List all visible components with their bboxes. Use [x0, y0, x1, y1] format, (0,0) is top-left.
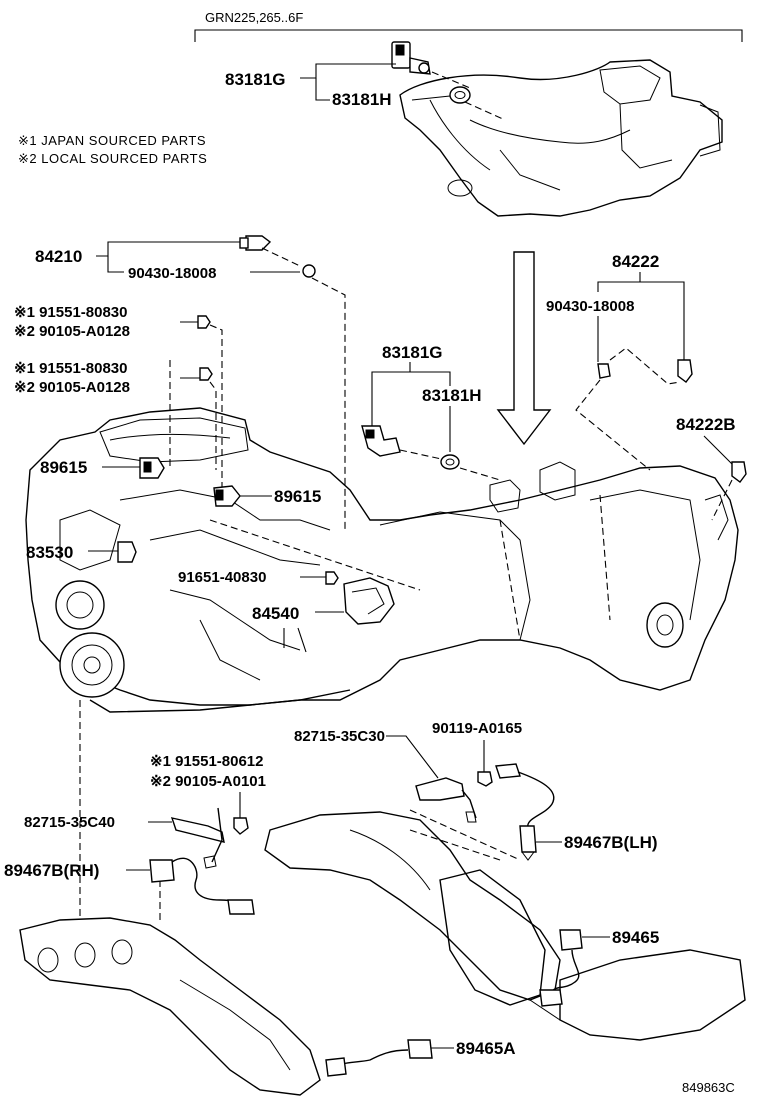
callout-89615-right[interactable]: 89615: [213, 485, 321, 507]
exhaust-drawing: [19, 700, 746, 1096]
part-number-82715-35C40: 82715-35C40: [24, 814, 115, 831]
part-number-84210: 84210: [35, 247, 82, 266]
part-number-89467B-LH: 89467B(LH): [564, 833, 658, 852]
part-number-84540: 84540: [252, 604, 299, 623]
callout-89467B-LH[interactable]: 89467B(LH): [409, 763, 658, 861]
model-label: GRN225,265..6F: [205, 10, 303, 25]
note-local-sourced: ※2 LOCAL SOURCED PARTS: [18, 151, 207, 166]
callout-89465A[interactable]: 89465A: [325, 1039, 516, 1077]
part-number-91551-b: ※1 91551-80830: [14, 360, 128, 377]
diagram-id: 849863C: [682, 1080, 735, 1095]
part-number-89615-left: 89615: [40, 458, 87, 477]
callout-bolt-c[interactable]: ※1 91551-80612 ※2 90105-A0101: [150, 753, 266, 835]
part-number-83181G-mid: 83181G: [382, 343, 443, 362]
callout-83181H-mid[interactable]: 83181H: [422, 386, 501, 481]
callout-bolt-b[interactable]: ※1 91551-80830 ※2 90105-A0128: [14, 360, 217, 470]
callout-90430-left[interactable]: 90430-18008: [128, 264, 346, 530]
callout-89465[interactable]: 89465: [539, 928, 659, 1007]
callout-bolt-a[interactable]: ※1 91551-80830 ※2 90105-A0128: [14, 304, 223, 505]
callout-90430-right[interactable]: 90430-18008: [546, 298, 634, 315]
callout-83181G-top[interactable]: 83181G: [225, 63, 396, 101]
part-number-84222B: 84222B: [676, 415, 736, 434]
note-japan-sourced: ※1 JAPAN SOURCED PARTS: [18, 133, 206, 148]
part-number-89465A: 89465A: [456, 1039, 516, 1058]
callout-84540[interactable]: 84540: [252, 577, 395, 653]
callout-83181G-mid[interactable]: 83181G: [361, 343, 451, 461]
callout-83530[interactable]: 83530: [26, 541, 137, 563]
part-number-83181G-top: 83181G: [225, 70, 286, 89]
callout-82715-35C40[interactable]: 82715-35C40: [24, 807, 225, 869]
part-number-89615-right: 89615: [274, 487, 321, 506]
callout-84222[interactable]: 84222: [575, 252, 693, 471]
part-number-90105-b: ※2 90105-A0128: [14, 379, 130, 396]
part-number-82715-35C30: 82715-35C30: [294, 728, 385, 745]
callout-84222B[interactable]: 84222B: [676, 415, 747, 521]
part-number-90119: 90119-A0165: [432, 720, 522, 737]
part-number-91551-c: ※1 91551-80612: [150, 753, 264, 770]
callout-89615-left[interactable]: 89615: [40, 457, 165, 479]
transfer-case-top-drawing: [391, 41, 723, 217]
part-number-90105-c: ※2 90105-A0101: [150, 773, 266, 790]
callout-91651-40830[interactable]: 91651-40830: [178, 569, 339, 586]
part-number-83181H-mid: 83181H: [422, 386, 482, 405]
notes: ※1 JAPAN SOURCED PARTS ※2 LOCAL SOURCED …: [18, 133, 207, 166]
callout-90119-A0165[interactable]: 90119-A0165: [432, 720, 522, 787]
callout-84210[interactable]: 84210: [35, 235, 301, 273]
part-number-89465: 89465: [612, 928, 659, 947]
direction-arrow: [496, 251, 552, 446]
part-number-83181H-top: 83181H: [332, 90, 392, 109]
part-number-83530: 83530: [26, 543, 73, 562]
part-number-90105-a: ※2 90105-A0128: [14, 323, 130, 340]
part-number-84222: 84222: [612, 252, 659, 271]
callout-83181H-top[interactable]: 83181H: [332, 90, 451, 109]
part-number-91551-a: ※1 91551-80830: [14, 304, 128, 321]
part-number-91651: 91651-40830: [178, 569, 266, 586]
part-number-90430-right: 90430-18008: [546, 298, 634, 315]
callout-89467B-RH[interactable]: 89467B(RH): [4, 857, 255, 915]
part-number-90430-left: 90430-18008: [128, 265, 216, 282]
engine-transmission-drawing: [25, 407, 739, 713]
callout-82715-35C30[interactable]: 82715-35C30: [294, 728, 477, 823]
part-number-89467B-RH: 89467B(RH): [4, 861, 99, 880]
model-bracket: GRN225,265..6F: [194, 10, 743, 42]
